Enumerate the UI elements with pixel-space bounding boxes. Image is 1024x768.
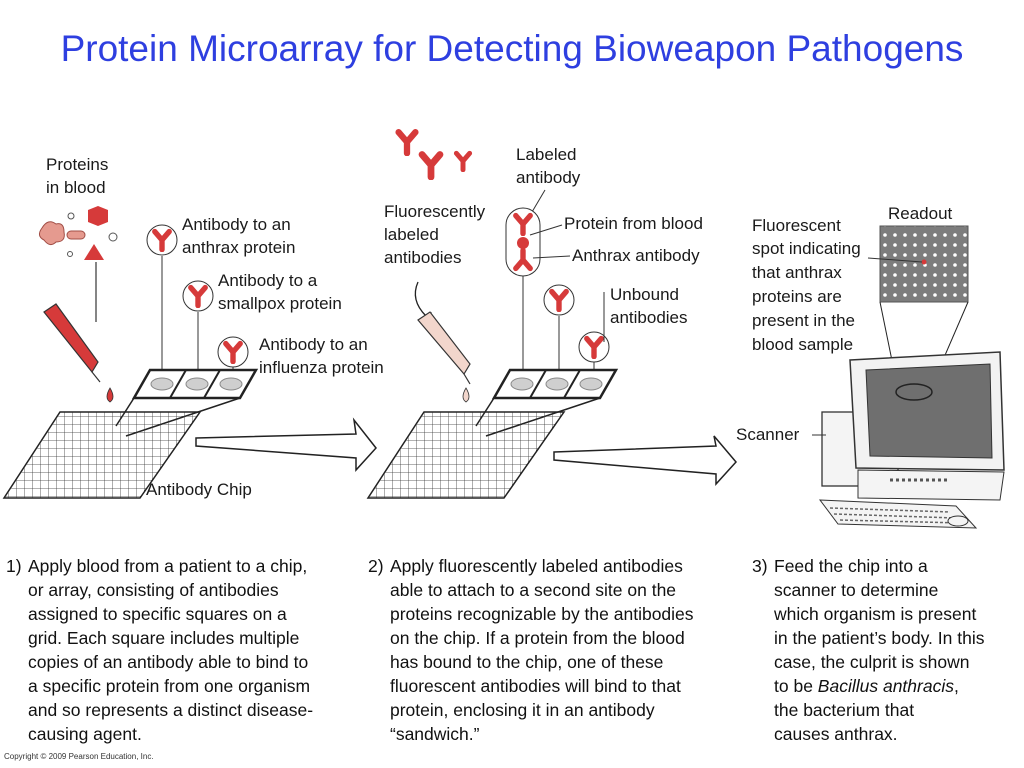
caption-step-2: 2) Apply fluorescently labeled antibodie… <box>368 556 694 744</box>
fluorescent-antibodies-icon <box>399 132 470 177</box>
arrow-right-icon <box>553 435 737 486</box>
antibody-chip <box>2 411 202 499</box>
readout-grid <box>879 225 969 303</box>
protein-from-blood-label: Protein from blood <box>564 214 703 233</box>
caption-step-3: 3) Feed the chip into a scanner to deter… <box>752 556 985 744</box>
antibody-smallpox-pin <box>182 280 214 382</box>
blood-proteins-icon <box>38 206 118 260</box>
antibody-chip-label: Antibody Chip <box>146 480 252 499</box>
scanner-label: Scanner <box>736 425 800 444</box>
unbound-antibody-pin <box>543 284 575 378</box>
page-title: Protein Microarray for Detecting Bioweap… <box>60 28 964 69</box>
chip-magnified-strip <box>475 368 619 437</box>
readout-label: Readout <box>888 204 953 223</box>
caption-step-1: 1) Apply blood from a patient to a chip,… <box>6 556 314 744</box>
copyright-notice: Copyright © 2009 Pearson Education, Inc. <box>4 752 154 761</box>
arrow-right-icon <box>195 417 377 472</box>
anthrax-antibody-label: Anthrax antibody <box>572 246 700 265</box>
antibody-chip <box>366 411 566 499</box>
scanner-computer-icon <box>818 351 1005 529</box>
fluorescent-spot <box>921 259 927 265</box>
pipette-icon <box>417 311 471 403</box>
antibody-anthrax-pin <box>146 224 178 372</box>
pipette-icon <box>43 303 114 403</box>
antibody-sandwich-pin <box>505 207 541 372</box>
